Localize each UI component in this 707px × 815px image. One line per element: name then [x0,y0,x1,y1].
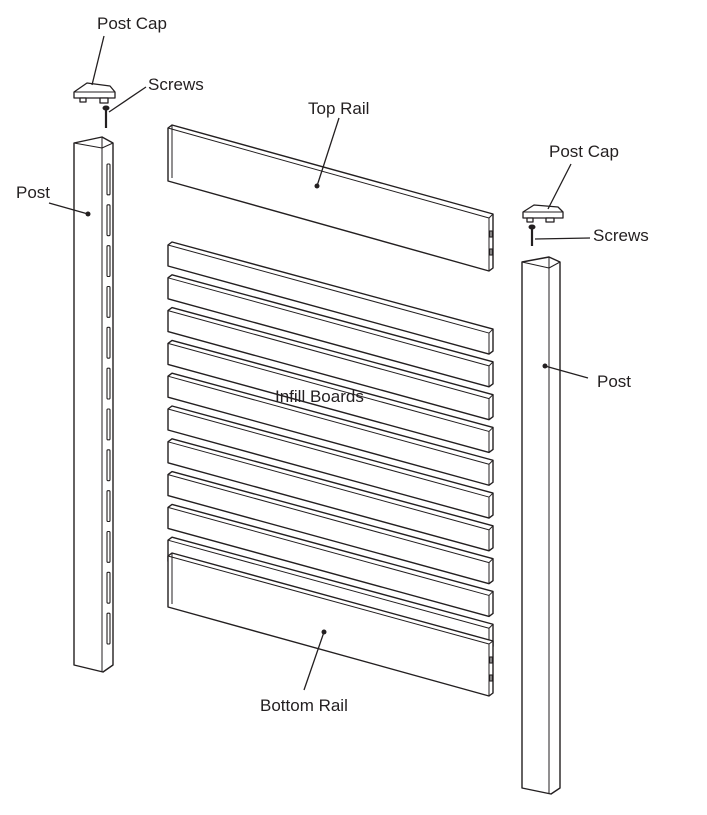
label-screws-right: Screws [593,226,649,245]
post-slot [106,245,111,278]
post-slot [106,285,111,318]
infill-board [167,372,494,486]
right-screws [528,224,536,246]
post-slot [106,530,111,563]
label-post-right: Post [597,372,632,391]
label-post-cap-right: Post Cap [549,142,619,161]
infill-board [167,405,494,519]
post-slot [106,326,111,359]
post-slot [106,571,111,604]
label-post-left: Post [16,183,51,202]
label-bottom-rail: Bottom Rail [260,696,348,715]
leader-lines [48,35,591,691]
infill-board [167,470,494,585]
label-top-rail: Top Rail [308,99,370,118]
infill-board [167,438,494,552]
top-rail [167,124,494,272]
infill-board [167,339,494,454]
infill-board [167,503,494,618]
infill-board [167,241,494,355]
post-slot [106,408,111,441]
post-slot [106,163,111,196]
left-post [73,136,114,673]
label-infill-boards: Infill Boards [275,387,364,406]
post-slot [106,367,111,400]
bottom-rail [167,552,494,697]
left-screws [102,105,110,128]
post-slot [106,490,111,523]
post-slot [106,449,111,482]
left-post-cap [73,82,116,104]
label-post-cap-left: Post Cap [97,14,167,33]
label-screws-left: Screws [148,75,204,94]
left-post-slots [106,163,111,645]
post-slot [106,204,111,237]
right-post [521,256,561,795]
infill-board [167,274,494,388]
post-slot [106,612,111,645]
infill-board [167,306,494,421]
right-post-cap [522,204,564,223]
